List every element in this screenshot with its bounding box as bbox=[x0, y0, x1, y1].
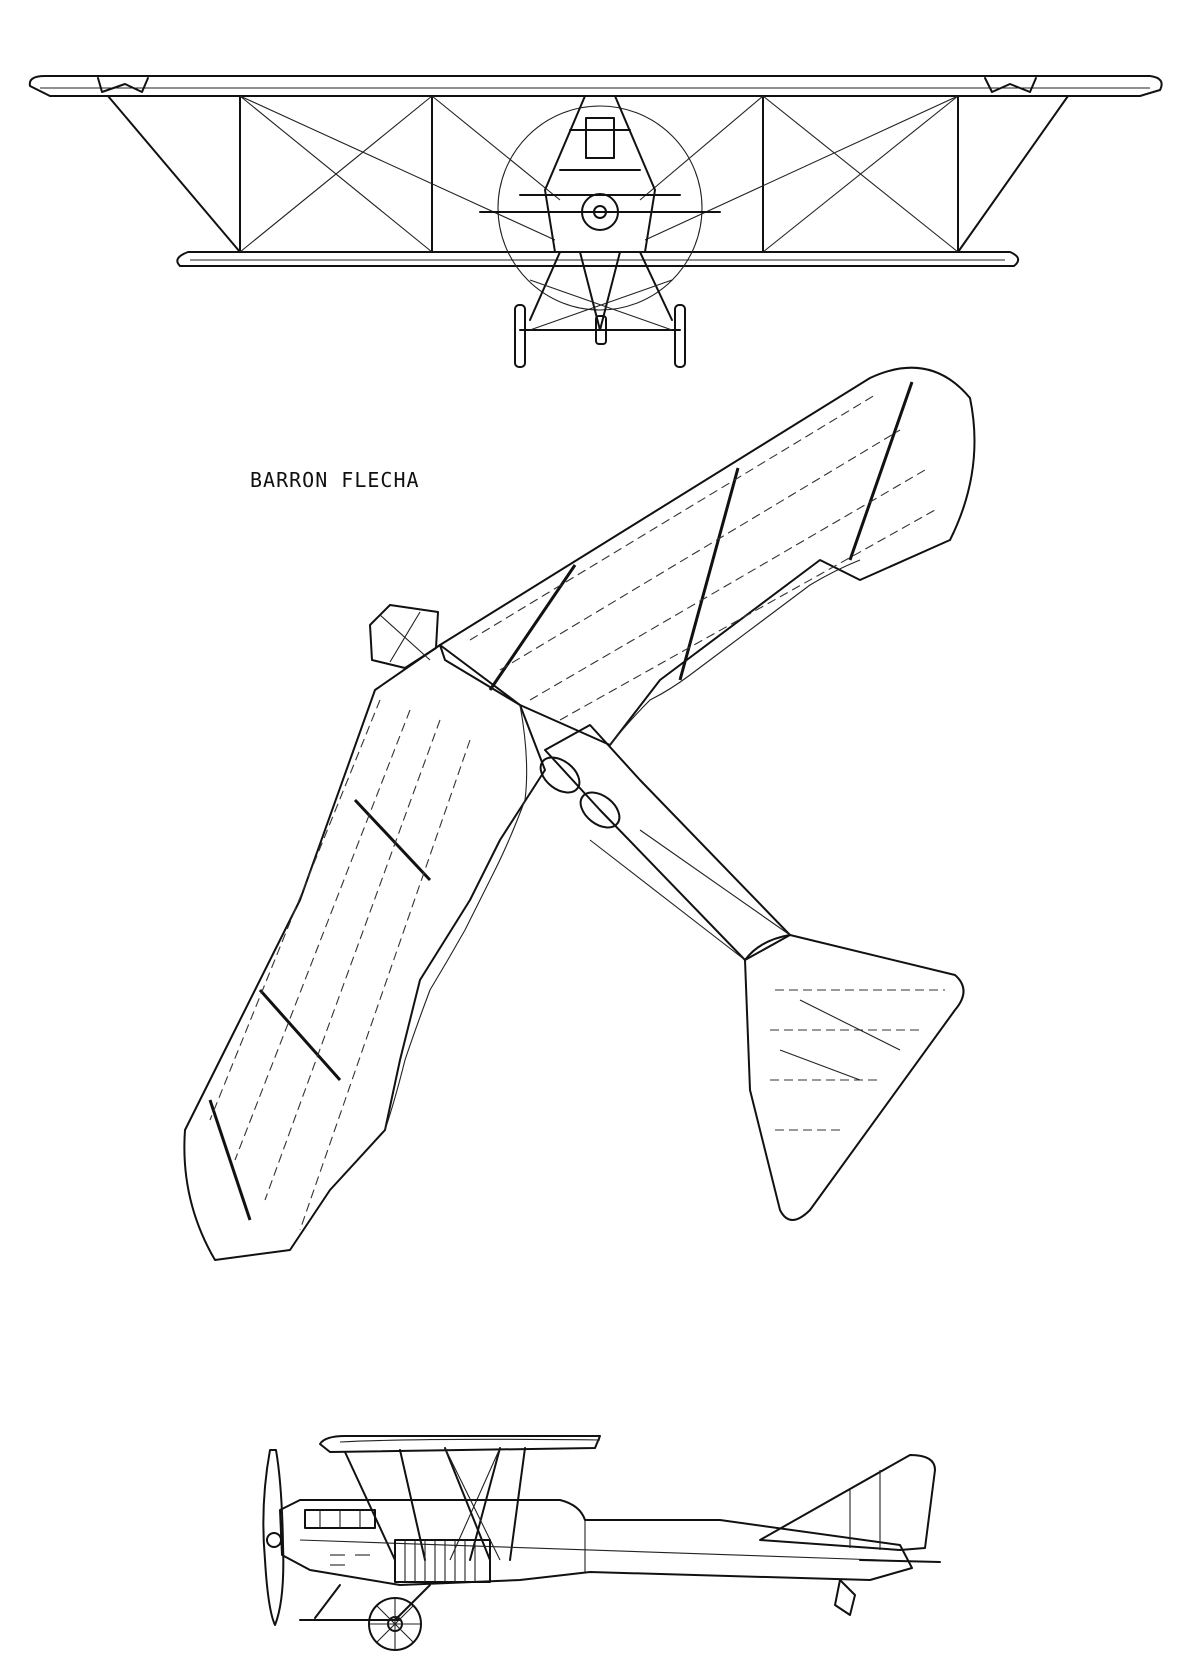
side-view bbox=[262, 1435, 941, 1651]
radiator-grille bbox=[394, 1539, 491, 1583]
plan-view bbox=[183, 366, 976, 1261]
front-view bbox=[28, 75, 1163, 368]
aircraft-title: BARRON FLECHA bbox=[250, 468, 420, 492]
